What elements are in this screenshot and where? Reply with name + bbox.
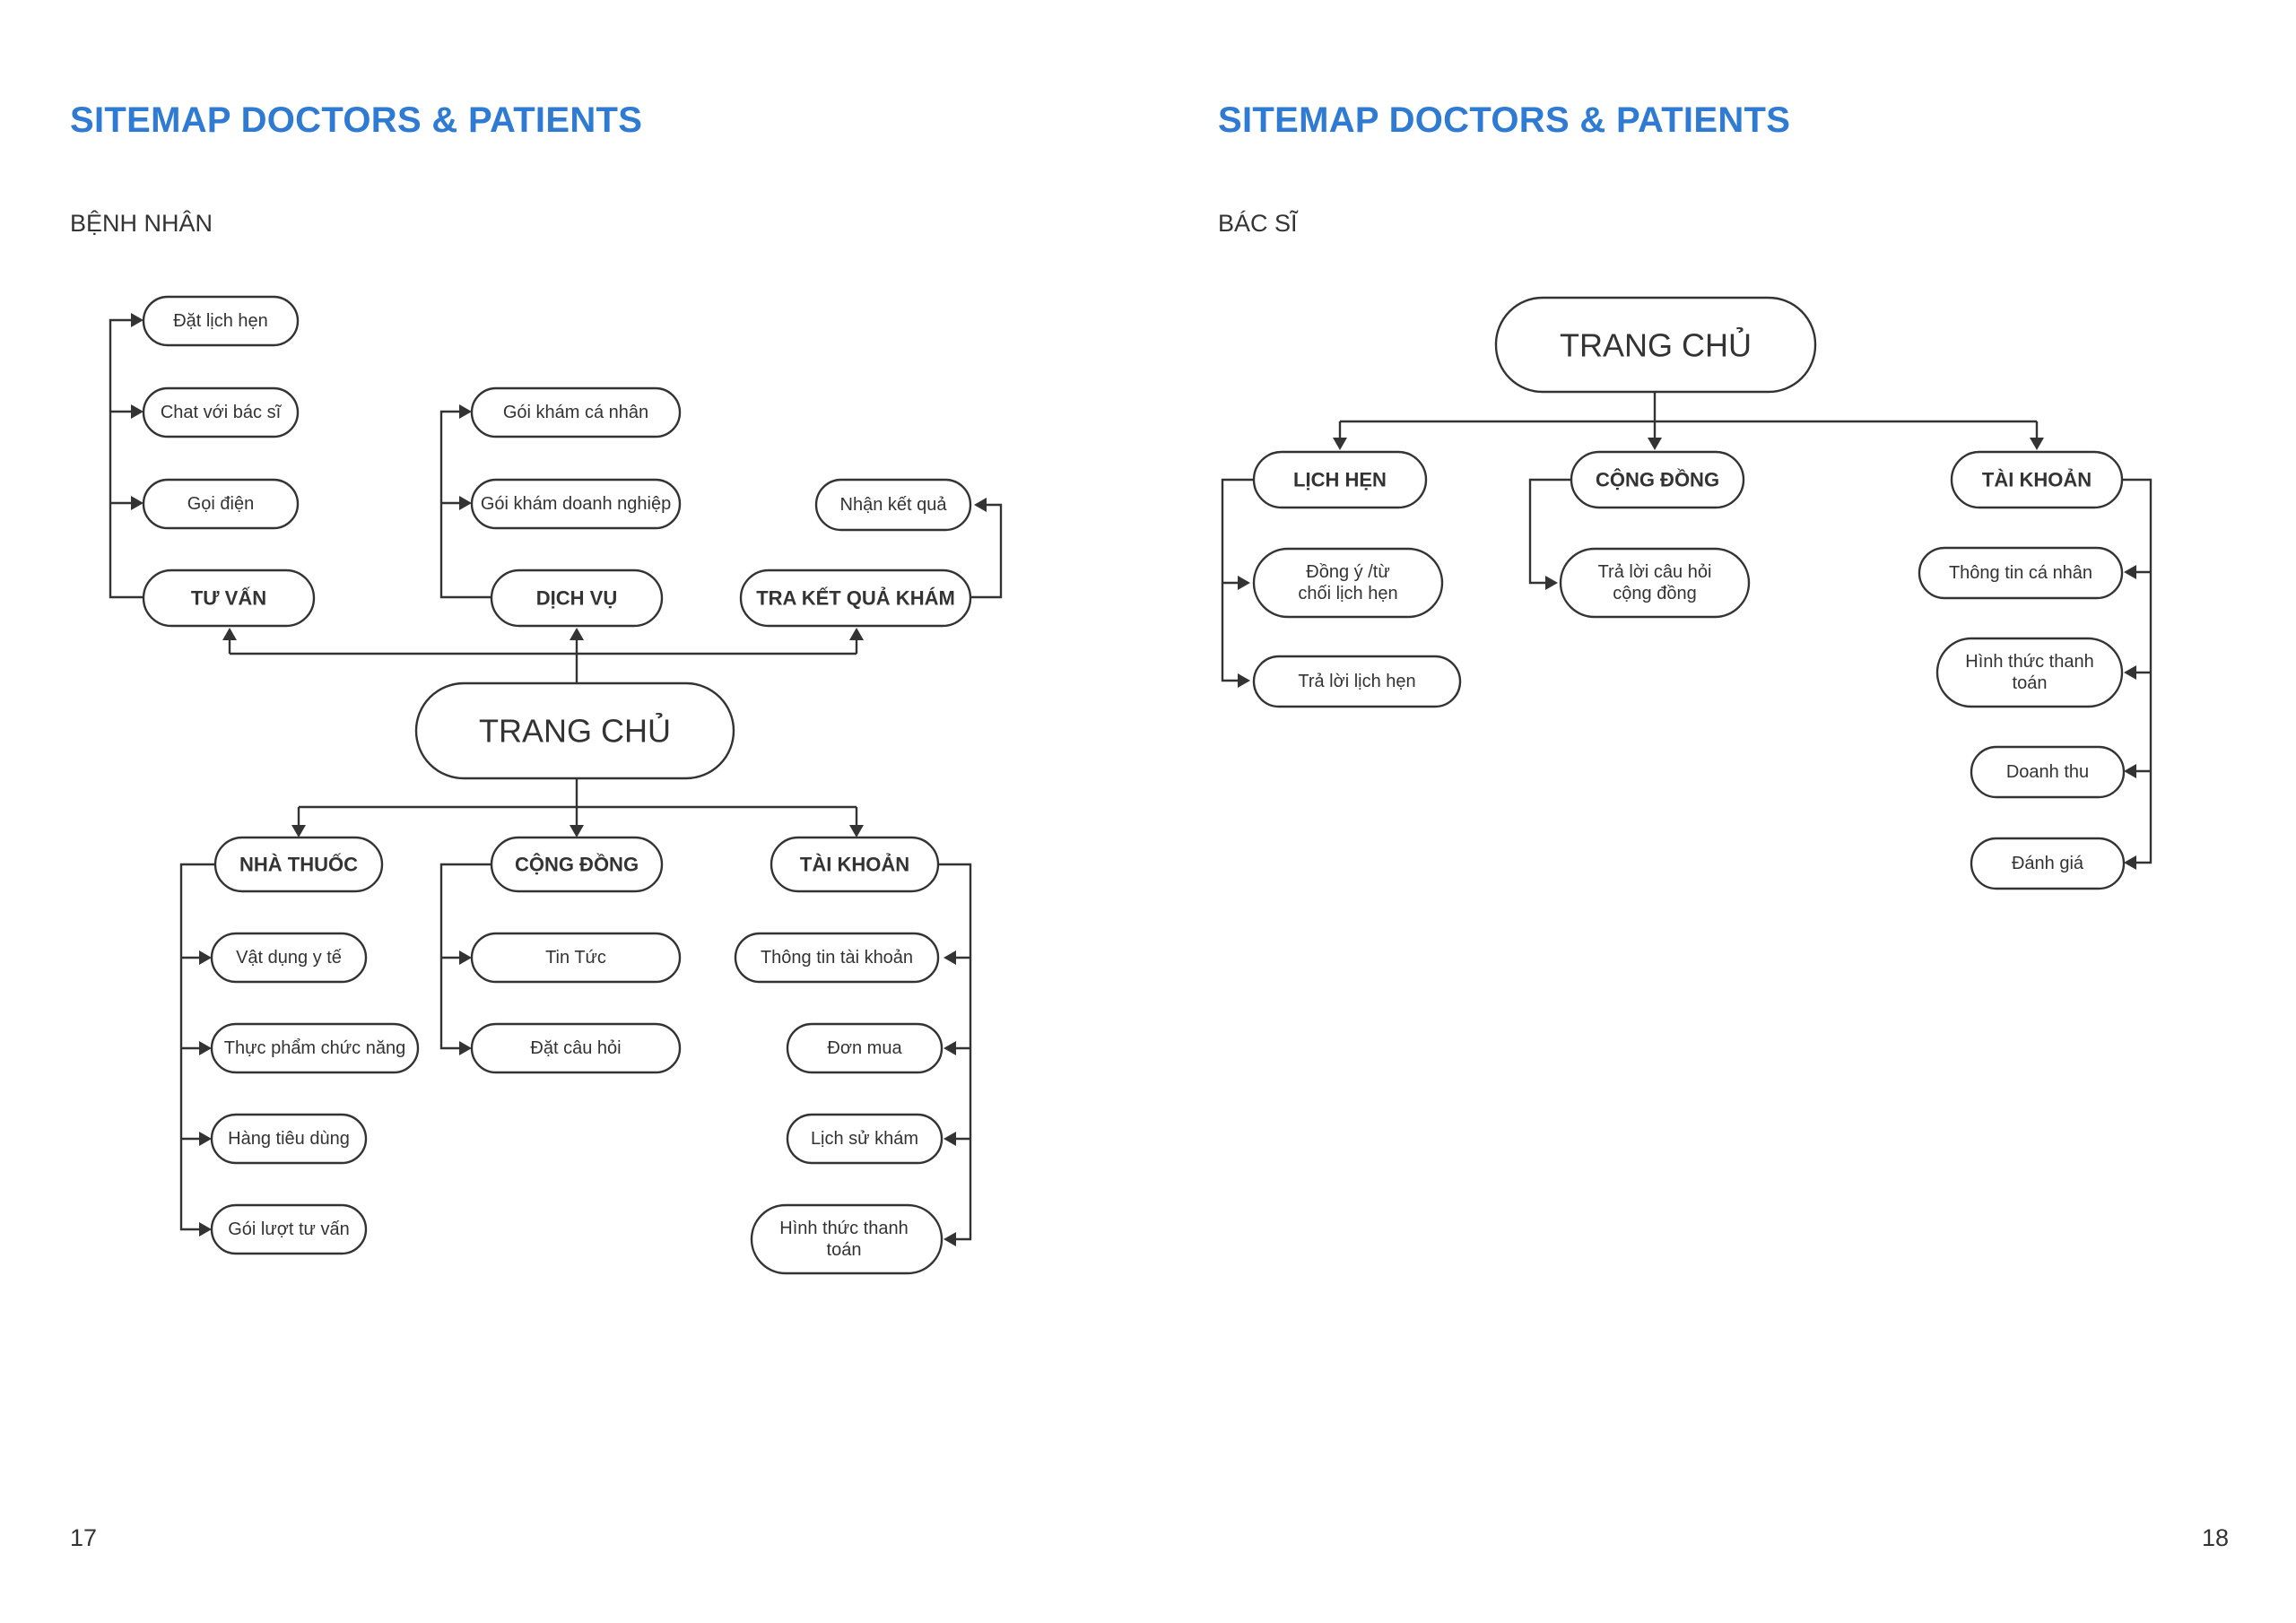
page-number: 18 — [2202, 1524, 2230, 1551]
node-category-tai-khoan: TÀI KHOẢN — [1950, 450, 2124, 509]
connectors — [1221, 392, 2152, 870]
svg-text:Doanh thu: Doanh thu — [2006, 762, 2089, 782]
node-root: TRANG CHỦ — [414, 681, 735, 780]
node-category-dich-vu: DỊCH VỤ — [490, 568, 664, 628]
svg-text:Gói khám cá nhân: Gói khám cá nhân — [503, 403, 648, 422]
node-item-vat-dung-y-te: Vật dụng y tế — [210, 932, 368, 984]
page-18: SITEMAP DOCTORS & PATIENTS BÁC SĨ 18 — [1148, 0, 2296, 1623]
node-item-goi-kham-doanh-nghiep: Gói khám doanh nghiệp — [470, 478, 682, 530]
node-category-tra-ket-qua-kham: TRA KẾT QUẢ KHÁM — [739, 568, 972, 628]
svg-text:Đặt câu hỏi: Đặt câu hỏi — [530, 1038, 621, 1058]
node-item-danh-gia: Đánh giá — [1970, 837, 2126, 890]
svg-text:Đánh giá: Đánh giá — [2012, 854, 2084, 873]
svg-text:Đặt lịch hẹn: Đặt lịch hẹn — [173, 311, 268, 331]
node-label-line: Trả lời câu hỏi — [1598, 562, 1712, 582]
node-label-line: Hình thức thanh — [1965, 652, 2093, 672]
svg-text:Lịch sử khám: Lịch sử khám — [811, 1129, 918, 1149]
node-category-cong-dong: CỘNG ĐỒNG — [1570, 450, 1745, 509]
svg-text:Thông tin tài khoản: Thông tin tài khoản — [761, 948, 913, 968]
node-root: TRANG CHỦ — [1494, 296, 1817, 394]
node-item-hinh-thuc-thanh-toan: Hình thức thanh toán — [750, 1203, 944, 1275]
node-item-hang-tieu-dung: Hàng tiêu dùng — [210, 1113, 368, 1165]
connectors — [109, 313, 1003, 1246]
node-item-tra-loi-cau-hoi-cong-dong: Trả lời câu hỏi cộng đồng — [1559, 547, 1751, 619]
page-title: SITEMAP DOCTORS & PATIENTS — [1218, 100, 1791, 140]
svg-text:Hàng tiêu dùng: Hàng tiêu dùng — [228, 1129, 350, 1149]
svg-text:LỊCH HẸN: LỊCH HẸN — [1293, 469, 1387, 491]
node-item-lich-su-kham: Lịch sử khám — [786, 1113, 944, 1165]
node-item-dat-cau-hoi: Đặt câu hỏi — [470, 1022, 682, 1074]
svg-text:TRA KẾT QUẢ KHÁM: TRA KẾT QUẢ KHÁM — [756, 587, 955, 610]
node-item-thuc-pham-chuc-nang: Thực phẩm chức năng — [210, 1022, 420, 1074]
svg-text:TƯ VẤN: TƯ VẤN — [191, 587, 266, 610]
node-label-line: Hình thức thanh — [779, 1219, 908, 1238]
svg-text:Đơn mua: Đơn mua — [827, 1038, 902, 1058]
node-label-line: chối lịch hẹn — [1298, 584, 1397, 603]
svg-text:Thực phẩm chức năng: Thực phẩm chức năng — [224, 1038, 405, 1058]
svg-text:Nhận kết quả: Nhận kết quả — [840, 495, 948, 515]
svg-text:Gói lượt tư vấn: Gói lượt tư vấn — [228, 1219, 350, 1239]
svg-text:Tin Tức: Tin Tức — [545, 948, 606, 968]
node-label-line: Đồng ý /từ — [1306, 562, 1389, 582]
node-item-nhan-ket-qua: Nhận kết quả — [814, 478, 972, 532]
node-item-chat-voi-bac-si: Chat với bác sĩ — [142, 386, 300, 438]
node-item-dat-lich-hen: Đặt lịch hẹn — [142, 295, 300, 347]
svg-text:Chat với bác sĩ: Chat với bác sĩ — [161, 403, 283, 422]
node-category-lich-hen: LỊCH HẸN — [1252, 450, 1428, 509]
svg-text:Gọi điện: Gọi điện — [187, 494, 255, 514]
svg-text:TÀI KHOẢN: TÀI KHOẢN — [1982, 469, 2092, 491]
svg-text:TRANG CHỦ: TRANG CHỦ — [479, 712, 671, 750]
node-item-doanh-thu: Doanh thu — [1970, 745, 2126, 799]
node-item-tin-tuc: Tin Tức — [470, 932, 682, 984]
svg-text:CỘNG ĐỒNG: CỘNG ĐỒNG — [515, 854, 639, 876]
page-number: 17 — [70, 1524, 98, 1551]
node-category-cong-dong: CỘNG ĐỒNG — [490, 836, 664, 893]
page-17: SITEMAP DOCTORS & PATIENTS BỆNH NHÂN 17 — [70, 100, 1003, 1551]
svg-text:Trả lời lịch hẹn: Trả lời lịch hẹn — [1298, 672, 1415, 691]
svg-text:DỊCH VỤ: DỊCH VỤ — [536, 587, 617, 610]
node-category-tu-van: TƯ VẤN — [142, 568, 316, 628]
node-item-thong-tin-ca-nhan: Thông tin cá nhân — [1918, 546, 2124, 600]
svg-text:CỘNG ĐỒNG: CỘNG ĐỒNG — [1596, 469, 1719, 491]
node-item-goi-kham-ca-nhan: Gói khám cá nhân — [470, 386, 682, 438]
sitemap-diagram-patient: TRANG CHỦ TƯ VẤN DỊCH VỤ TRA KẾT QUẢ KHÁ… — [109, 295, 1003, 1275]
node-item-thong-tin-tai-khoan: Thông tin tài khoản — [734, 932, 940, 984]
svg-text:Thông tin cá nhân: Thông tin cá nhân — [1949, 563, 2092, 583]
node-category-tai-khoan: TÀI KHOẢN — [770, 836, 940, 893]
node-item-don-mua: Đơn mua — [786, 1022, 944, 1074]
node-item-goi-dien: Gọi điện — [142, 478, 300, 530]
node-label-line: cộng đồng — [1613, 584, 1696, 603]
sitemap-diagram-doctor: TRANG CHỦ LỊCH HẸN CỘNG ĐỒNG TÀI KHOẢN Đ… — [1221, 296, 2152, 890]
node-label-line: toán — [2013, 673, 2048, 693]
node-category-nha-thuoc: NHÀ THUỐC — [213, 836, 384, 893]
svg-text:Vật dụng y tế: Vật dụng y tế — [236, 948, 342, 968]
page-title: SITEMAP DOCTORS & PATIENTS — [70, 100, 643, 140]
svg-text:TRANG CHỦ: TRANG CHỦ — [1560, 326, 1752, 364]
node-item-dong-y-tu-choi-lich-hen: Đồng ý /từ chối lịch hẹn — [1252, 547, 1444, 619]
page-subtitle: BÁC SĨ — [1218, 210, 1298, 237]
svg-text:TÀI KHOẢN: TÀI KHOẢN — [800, 854, 909, 876]
node-label-line: toán — [827, 1240, 862, 1260]
page-subtitle: BỆNH NHÂN — [70, 210, 213, 237]
svg-text:Gói khám doanh nghiệp: Gói khám doanh nghiệp — [481, 494, 671, 514]
node-item-tra-loi-lich-hen: Trả lời lịch hẹn — [1252, 655, 1462, 708]
svg-text:NHÀ THUỐC: NHÀ THUỐC — [239, 853, 358, 876]
node-item-goi-luot-tu-van: Gói lượt tư vấn — [210, 1203, 368, 1255]
